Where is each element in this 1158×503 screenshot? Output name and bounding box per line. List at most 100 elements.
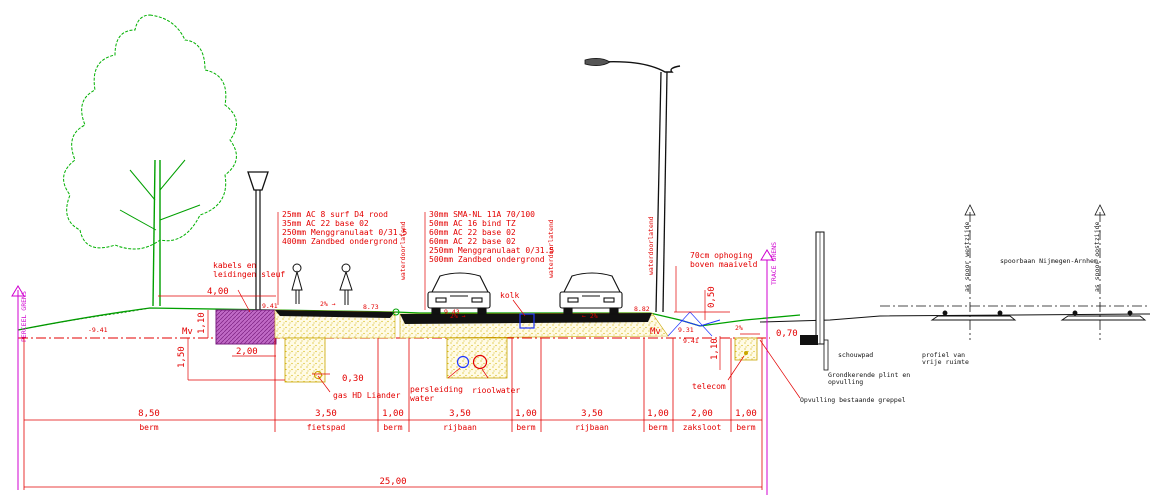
detail-dims: 4,00 2,00 1,10 1,50 0,30 0,50 1,10 0,70 <box>177 286 798 384</box>
noise-wall <box>800 231 829 371</box>
tree-drawing <box>63 14 237 307</box>
road-lamp <box>584 58 681 313</box>
permeable-label-3: waterdoorlatend <box>647 216 655 275</box>
opvulling-label: Opvulling bestaande greppel <box>800 396 906 404</box>
level: -9.41 <box>88 326 108 334</box>
tree-note-1: kabels en <box>213 261 257 270</box>
as-west-label: as spoor westzijde <box>963 221 971 292</box>
profiel-line-1: profiel van <box>922 351 965 359</box>
layer-line: 250mm Menggranulaat 0/31.5 <box>429 246 554 255</box>
slope: 2% <box>735 324 743 332</box>
dim-value: 1,10 <box>710 338 720 360</box>
cyclepath-layers: 25mm AC 8 surf D4 rood 35mm AC 22 base 0… <box>282 210 407 246</box>
mv-label: Mv <box>182 327 193 337</box>
left-profile-label: PERCEEL GRENS <box>20 291 28 342</box>
rail-sleepers <box>930 310 1147 321</box>
layer-line: 250mm Menggranulaat 0/31.5 <box>282 228 407 237</box>
ditch <box>679 319 721 327</box>
segment-name: berm <box>648 423 667 432</box>
level: 8.73 <box>363 303 379 311</box>
slope-labels: 2% → 2% → ← 2% 2% <box>320 300 743 332</box>
level: 9.31 <box>678 326 694 334</box>
segment-name: rijbaan <box>575 423 609 432</box>
permeable-label-2: waterdoorlatend <box>547 219 555 278</box>
grond-line-2: opvulling <box>828 378 863 386</box>
permeable-label-1: waterdoorlatend <box>399 221 407 280</box>
dim-value: 0,30 <box>342 374 364 384</box>
segment-name: berm <box>139 423 158 432</box>
hedge-marker <box>392 308 400 316</box>
water-pipe <box>456 355 470 369</box>
segment-name: fietspad <box>307 423 346 432</box>
dim-value: 1,10 <box>197 312 207 334</box>
right-profile-label: TRACE GRENS <box>770 242 778 285</box>
slope: 2% → <box>320 300 336 308</box>
segment-width: 3,50 <box>449 409 471 419</box>
gas-pipe <box>314 371 322 379</box>
segment-name: zaksloot <box>683 423 722 432</box>
layer-line: 30mm SMA-NL 11A 70/100 <box>429 210 535 219</box>
dim-value: 0,70 <box>776 329 798 339</box>
road-layers: 30mm SMA-NL 11A 70/100 50mm AC 16 bind T… <box>429 210 554 264</box>
perceel-grens-marker: PERCEEL GRENS <box>11 285 28 490</box>
dim-value: 0,50 <box>707 286 717 308</box>
layer-line: 500mm Zandbed ondergrond <box>429 255 545 264</box>
segment-name: rijbaan <box>443 423 477 432</box>
profiel-line-2: vrije ruimte <box>922 358 969 366</box>
segment-name: berm <box>736 423 755 432</box>
segment-width: 3,50 <box>315 409 337 419</box>
layer-line: 25mm AC 8 surf D4 rood <box>282 210 388 219</box>
grond-line-1: Grondkerende plint en <box>828 371 910 379</box>
persleiding-line-1: persleiding <box>410 385 463 394</box>
ground-line <box>17 307 801 331</box>
leader-lines <box>237 212 801 399</box>
spoorbaan-label: spoorbaan Nijmegen-Arnhem <box>1000 257 1098 265</box>
segment-name: berm <box>383 423 402 432</box>
mv-label: Mv <box>650 327 661 337</box>
slope: ← 2% <box>582 312 598 320</box>
segment-width: 3,50 <box>581 409 603 419</box>
gas-trench <box>284 337 326 383</box>
dim-value: 1,50 <box>177 346 187 368</box>
as-oost-label: as spoor oostzijde <box>1093 221 1101 292</box>
rail-axis-east-marker <box>1094 204 1106 216</box>
slope: 2% → <box>450 312 466 320</box>
cyclist-1 <box>291 263 303 304</box>
pipe-trench <box>446 337 508 379</box>
segment-ticks <box>23 338 763 490</box>
cycle-lamp <box>247 171 269 310</box>
ophoging-line-2: boven maaiveld <box>690 260 758 269</box>
red-dim-lines <box>158 290 760 381</box>
right-ground <box>759 313 1151 323</box>
level: 9.43 <box>444 308 460 316</box>
level: 8.82 <box>634 305 650 313</box>
layer-line: 50mm AC 16 bind TZ <box>429 219 516 228</box>
kolk-box <box>519 313 535 329</box>
level-labels: -9.41 9.41 8.73 8.82 9.31 9.41 9.43 <box>88 302 699 345</box>
rail-annotations: schouwpad Grondkerende plint en opvullin… <box>800 221 1101 404</box>
segment-width: 1,00 <box>735 409 757 419</box>
schouwpad-label: schouwpad <box>838 351 873 359</box>
dim-value: 2,00 <box>236 347 258 357</box>
segment-width: 2,00 <box>691 409 713 419</box>
rail-axis-west-marker <box>964 204 976 216</box>
rioolwater-label: rioolwater <box>472 386 520 395</box>
trace-grens-marker: TRACE GRENS <box>760 242 778 495</box>
ophoging-line-1: 70cm ophoging <box>690 251 753 260</box>
segment-width: 1,00 <box>647 409 669 419</box>
telecom-cable <box>744 351 748 355</box>
segment-width: 1,00 <box>515 409 537 419</box>
layer-line: 60mm AC 22 base 02 <box>429 237 516 246</box>
cyclist-2 <box>339 263 353 305</box>
cable-trench <box>215 309 277 345</box>
car-1 <box>427 272 491 315</box>
segment-width: 1,00 <box>382 409 404 419</box>
cyclepath-surface <box>275 310 395 318</box>
level: 9.41 <box>683 337 699 345</box>
gas-label: gas HD Liander <box>333 391 401 400</box>
sewer-pipe <box>472 354 488 370</box>
annotations: kabels en leidingen sleuf kolk 70cm opho… <box>213 251 758 403</box>
telecom-label: telecom <box>692 382 726 391</box>
telecom-trench <box>734 337 758 361</box>
